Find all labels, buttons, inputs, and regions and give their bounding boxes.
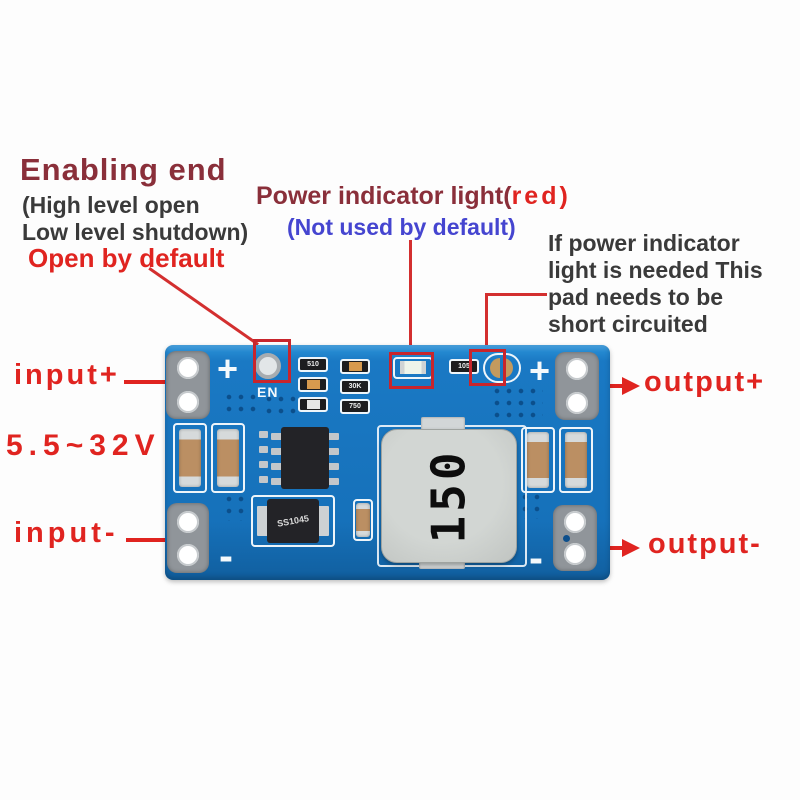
- output-cap-outline: [559, 427, 593, 493]
- silk-minus-left: -: [219, 532, 233, 579]
- input-plus-pads: [166, 351, 210, 419]
- ic-pin: [327, 478, 339, 485]
- short-pad-note: If power indicator light is needed This …: [548, 230, 763, 338]
- output-minus-label: output-: [648, 528, 762, 560]
- through-hole: [177, 511, 199, 533]
- enable-leader-line: [148, 267, 259, 346]
- smd-resistor: [340, 359, 370, 374]
- short-pad-line3: pad needs to be: [548, 284, 724, 310]
- output-plus-pads: [555, 352, 599, 420]
- pcb-module: + + - - EN 510 30K 750 105: [165, 345, 610, 580]
- ic-pin: [271, 433, 283, 440]
- input-minus-label: input-: [14, 517, 119, 549]
- enabling-end-subtitle: (High level open Low level shutdown): [22, 192, 248, 246]
- diode-outline: [251, 495, 335, 547]
- power-led: [400, 361, 426, 374]
- ic-pin: [271, 463, 283, 470]
- through-hole: [177, 357, 199, 379]
- resistor-body: [306, 400, 320, 409]
- via-dot: [563, 535, 570, 542]
- ic-pin: [327, 463, 339, 470]
- resistor-marking: 510: [307, 361, 319, 368]
- ic-pin: [327, 433, 339, 440]
- resistor-body: [348, 362, 362, 371]
- small-resistor: [356, 503, 370, 537]
- smd-pad: [259, 476, 268, 483]
- jumper-leader-horizontal: [485, 293, 547, 296]
- smd-resistor: 750: [340, 399, 370, 414]
- output-cap-outline: [521, 427, 555, 493]
- input-voltage-label: 5.5~32V: [6, 429, 161, 462]
- through-hole: [564, 511, 586, 533]
- through-hole: [566, 358, 588, 380]
- output-minus-pads: [553, 505, 597, 571]
- via-grid: [491, 385, 543, 423]
- regulator-ic: [281, 427, 329, 489]
- power-inductor: 150: [381, 429, 517, 563]
- diode-marking: SS1045: [276, 513, 310, 529]
- inductor-solder-tab: [421, 417, 465, 431]
- enabling-sub-line1: (High level open: [22, 192, 200, 218]
- input-minus-pads: [167, 503, 209, 573]
- input-capacitor: [217, 429, 239, 487]
- enabling-end-title: Enabling end: [20, 152, 227, 187]
- smd-resistor: 510: [298, 357, 328, 372]
- inductor-marking: 150: [422, 448, 476, 544]
- silk-plus-right: +: [529, 350, 551, 391]
- smd-pad: [259, 431, 268, 438]
- resistor-body: [306, 380, 320, 389]
- power-indicator-note: (Not used by default): [287, 214, 516, 240]
- led-leader-line: [409, 240, 412, 353]
- silk-plus-left: +: [217, 348, 239, 389]
- enable-pad: [255, 353, 281, 379]
- short-pad-line2: light is needed This: [548, 257, 763, 283]
- resistor-marking: 105: [458, 363, 470, 370]
- resistor-marking: 30K: [348, 383, 362, 390]
- through-hole: [564, 543, 586, 565]
- smd-resistor: [298, 397, 328, 412]
- ic-pin: [271, 478, 283, 485]
- through-hole: [177, 391, 199, 413]
- via-grid: [223, 493, 251, 521]
- smd-resistor: 30K: [340, 379, 370, 394]
- open-by-default-note: Open by default: [28, 243, 225, 273]
- schottky-diode: SS1045: [267, 499, 319, 543]
- output-capacitor: [527, 432, 549, 488]
- solder-jumper-pad-right: [503, 358, 513, 378]
- power-indicator-label: Power indicator light(red): [256, 182, 571, 211]
- power-led-highlight-box: [389, 352, 434, 389]
- silk-minus-right: -: [529, 534, 543, 581]
- input-capacitor: [179, 429, 201, 487]
- input-plus-label: input+: [14, 359, 120, 391]
- solder-jumper-outline: [483, 353, 521, 383]
- through-hole: [177, 544, 199, 566]
- enabling-sub-line2: Low level shutdown): [22, 219, 249, 245]
- enable-pad-highlight-box: [253, 339, 291, 383]
- through-hole: [566, 392, 588, 414]
- smd-resistor: [298, 377, 328, 392]
- ic-pin: [327, 448, 339, 455]
- input-cap-outline: [211, 423, 245, 493]
- power-indicator-label-main: Power indicator light(: [256, 182, 512, 210]
- ic-pin: [271, 448, 283, 455]
- jumper-leader-vertical: [485, 293, 488, 352]
- output-plus-label: output+: [644, 366, 766, 398]
- solder-jumper-pad-left: [490, 358, 500, 378]
- power-indicator-label-red: red): [511, 182, 571, 210]
- small-resistor-outline: [353, 499, 373, 541]
- resistor-marking: 750: [349, 403, 361, 410]
- short-pad-line1: If power indicator: [548, 230, 740, 256]
- short-pad-highlight-box: [469, 349, 506, 386]
- via-grid: [223, 391, 259, 417]
- short-pad-line4: short circuited: [548, 311, 708, 337]
- smd-pad: [259, 461, 268, 468]
- input-cap-outline: [173, 423, 207, 493]
- smd-pad: [259, 446, 268, 453]
- output-capacitor: [565, 432, 587, 488]
- via-grid: [263, 393, 297, 419]
